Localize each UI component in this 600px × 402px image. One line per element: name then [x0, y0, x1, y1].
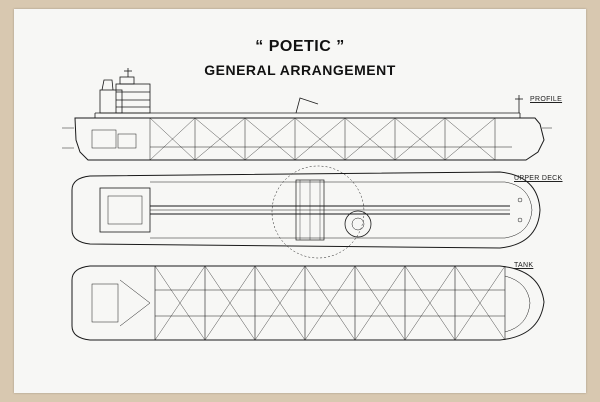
general-arrangement-subtitle: GENERAL ARRANGEMENT — [204, 62, 396, 78]
upper-deck-view — [71, 165, 541, 259]
profile-view-label: PROFILE — [530, 96, 563, 103]
profile-view — [62, 68, 552, 161]
tank-view-label: TANK — [514, 262, 534, 269]
tank-view — [71, 265, 545, 341]
ship-name-title: “ POETIC ” — [255, 38, 345, 55]
upper-deck-view-label: UPPER DECK — [514, 175, 563, 182]
